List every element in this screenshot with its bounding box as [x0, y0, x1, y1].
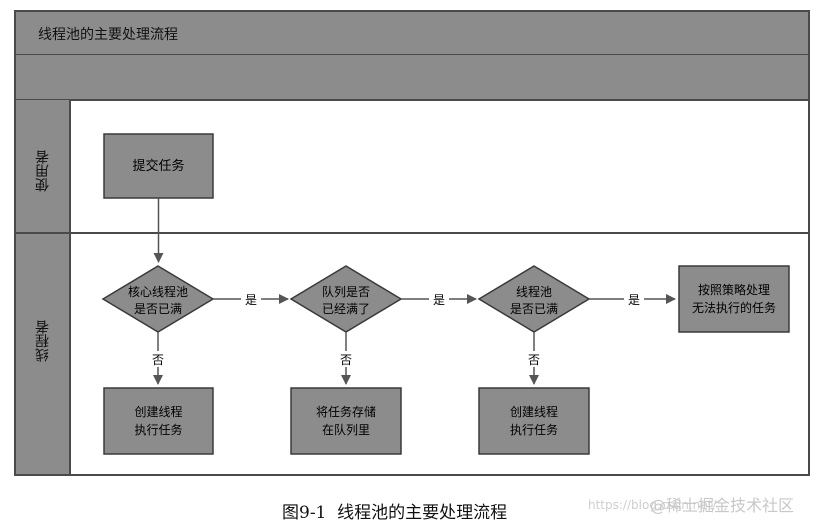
diagram-title: 线程池的主要处理流程	[38, 27, 178, 43]
node-core-label-1: 核心线程池	[128, 284, 188, 299]
edge-queue-no-label: 否	[340, 353, 352, 367]
node-queue-full: 队列是否 已经满了	[289, 265, 403, 333]
node-queue-label-2: 已经满了	[322, 302, 370, 316]
node-create2-label-2: 执行任务	[510, 422, 558, 437]
node-create-thread-1: 创建线程 执行任务	[103, 387, 214, 455]
node-create1-label-2: 执行任务	[134, 422, 182, 437]
node-submit-task: 提交任务	[103, 133, 214, 199]
node-create1-label-1: 创建线程	[134, 404, 182, 419]
title-bar: 线程池的主要处理流程	[14, 10, 810, 56]
node-store-label-1: 将任务存储	[316, 404, 376, 419]
lane-label-column	[14, 100, 71, 476]
node-create2-label-1: 创建线程	[510, 404, 558, 419]
watermark-url: https://blog.csdn.net/	[588, 498, 717, 512]
node-pool-full: 线程池 是否已满	[477, 265, 591, 333]
node-rejection-policy: 按照策略处理 无法执行的任务	[678, 265, 790, 333]
node-core-pool-full: 核心线程池 是否已满	[101, 265, 215, 333]
edge-core-yes-label: 是	[245, 293, 257, 307]
node-create-thread-2: 创建线程 执行任务	[478, 387, 590, 455]
edge-core-no-label: 否	[152, 353, 164, 367]
node-core-label-2: 是否已满	[134, 302, 182, 316]
node-policy-label-2: 无法执行的任务	[692, 300, 776, 315]
header-band	[14, 55, 810, 101]
figure-caption: 图9-1 线程池的主要处理流程	[282, 503, 508, 523]
node-pool-label-2: 是否已满	[510, 302, 558, 316]
node-submit-label: 提交任务	[132, 158, 184, 174]
node-queue-label-1: 队列是否	[322, 284, 370, 299]
node-store-label-2: 在队列里	[322, 422, 370, 437]
node-store-in-queue: 将任务存储 在队列里	[290, 387, 402, 455]
watermark-brand: @稀土掘金技术社区	[650, 496, 795, 515]
edge-pool-yes-label: 是	[628, 293, 640, 307]
node-pool-label-1: 线程池	[516, 284, 552, 299]
edge-pool-no-label: 否	[528, 353, 540, 367]
edge-queue-yes-label: 是	[433, 293, 445, 307]
node-policy-label-1: 按照策略处理	[698, 282, 770, 297]
